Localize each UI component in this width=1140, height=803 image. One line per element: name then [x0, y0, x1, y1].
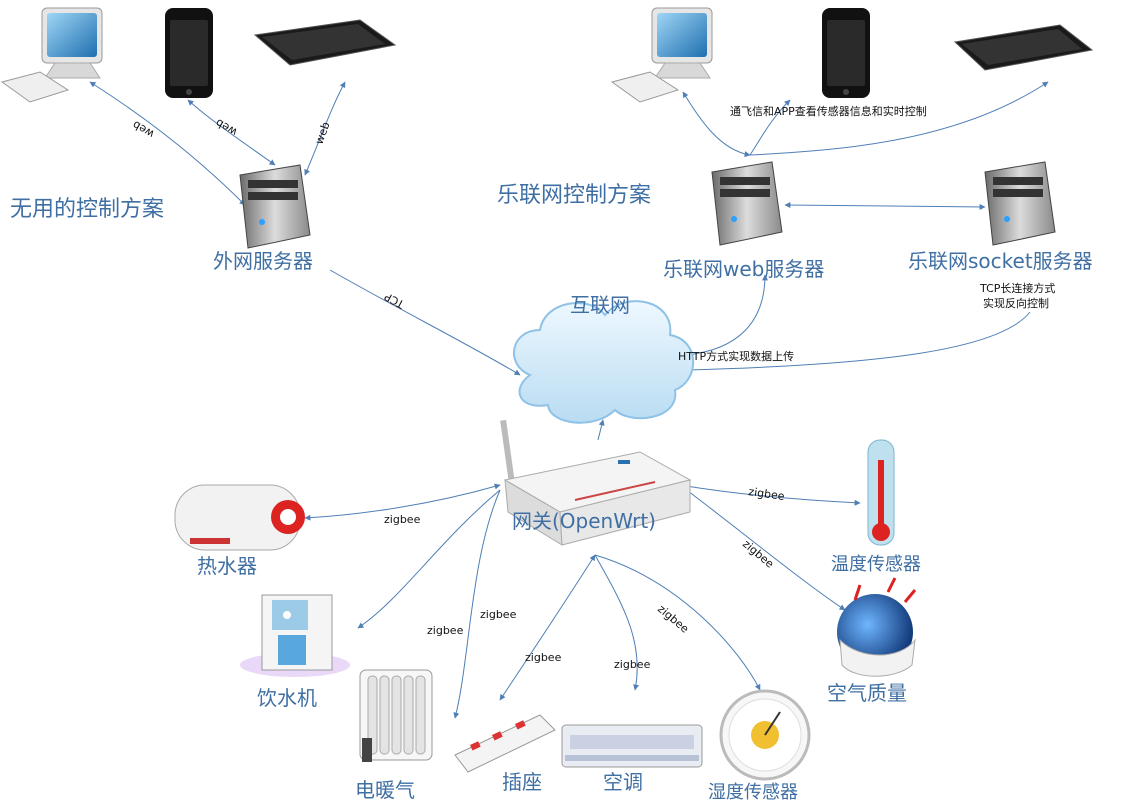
edge-server-to-tablet — [304, 81, 346, 176]
edge-gateway-to-air — [679, 484, 846, 611]
edge-socket-to-internet — [684, 311, 1031, 373]
left-scheme-title: 无用的控制方案 — [10, 197, 164, 222]
edge-web-to-socket — [784, 202, 986, 210]
edge-gateway-to-radiator — [453, 489, 501, 719]
socket-server-label: 乐联网socket服务器 — [908, 249, 1093, 273]
edge-label-zigbee-ac: zigbee — [614, 658, 651, 671]
edge-gateway-to-dispenser — [357, 489, 501, 629]
power-strip-label: 插座 — [502, 770, 542, 794]
http-upload-note: HTTP方式实现数据上传 — [678, 349, 794, 363]
phone-icon-right — [822, 8, 870, 98]
electric-heater-label: 电暖气 — [355, 778, 415, 802]
water-heater-label: 热水器 — [197, 554, 257, 578]
tablet-icon-right — [953, 24, 1094, 71]
web-server-label: 乐联网web服务器 — [663, 257, 824, 281]
router-icon — [500, 419, 692, 546]
water-heater-icon — [174, 484, 305, 551]
edge-web-to-phone — [749, 99, 791, 156]
air-quality-label: 空气质量 — [827, 681, 907, 705]
external-server-icon — [239, 164, 311, 249]
tablet-icon-left — [253, 19, 397, 66]
external-server-label: 外网服务器 — [213, 249, 313, 273]
desktop-icon-right — [610, 7, 713, 103]
edges — [89, 81, 1049, 719]
cloud-icon — [513, 300, 695, 424]
edge-server-to-desktop — [89, 81, 246, 206]
water-dispenser-label: 饮水机 — [257, 686, 317, 710]
tcp-long-note-1: TCP长连接方式 — [979, 281, 1055, 295]
edge-label-zigbee-air: zigbee — [740, 537, 776, 570]
socket-server-icon — [984, 161, 1056, 246]
thermometer-icon — [867, 439, 895, 546]
edge-label-zigbee-strip: zigbee — [525, 651, 562, 664]
right-scheme-title: 乐联网控制方案 — [497, 183, 651, 208]
edge-label-web-phone: web — [213, 116, 239, 139]
feixin-app-note: 通飞信和APP查看传感器信息和实时控制 — [730, 104, 927, 118]
desktop-icon-left — [0, 7, 103, 103]
edge-gateway-to-strip — [499, 554, 596, 701]
radiator-icon — [359, 669, 433, 762]
web-server-icon — [711, 161, 783, 246]
edge-label-web-tablet: web — [313, 120, 333, 146]
edge-label-zigbee-humidity: zigbee — [655, 602, 691, 635]
edge-label-zigbee-heater: zigbee — [384, 513, 421, 526]
temperature-sensor-label: 温度传感器 — [831, 554, 921, 575]
edge-label-zigbee-temp: zigbee — [748, 485, 786, 503]
air-conditioner-label: 空调 — [603, 770, 643, 794]
phone-icon-left — [165, 8, 213, 98]
edge-label-zigbee-dispenser: zigbee — [427, 624, 464, 637]
air-conditioner-icon — [561, 724, 703, 768]
edge-gateway-to-humidity — [594, 554, 761, 691]
edge-label-tcp: TCP — [382, 290, 407, 312]
edge-internet-to-web — [684, 274, 768, 356]
humidity-sensor-label: 湿度传感器 — [708, 782, 798, 803]
air-quality-icon — [837, 577, 917, 677]
tcp-long-note-2: 实现反向控制 — [983, 296, 1049, 310]
edge-server-to-internet — [329, 269, 521, 376]
edge-gateway-to-heater — [304, 483, 501, 521]
water-dispenser-icon — [240, 594, 350, 677]
power-strip-icon — [454, 714, 556, 773]
edge-gateway-to-ac — [594, 554, 639, 691]
edge-label-web-desktop: web — [130, 118, 156, 141]
internet-label: 互联网 — [570, 293, 630, 317]
edge-web-to-desktop — [682, 91, 751, 158]
edge-label-zigbee-radiator: zigbee — [480, 608, 517, 621]
edge-server-to-phone — [187, 99, 276, 166]
gateway-label: 网关(OpenWrt) — [512, 509, 656, 533]
edge-web-to-tablet — [749, 81, 1049, 156]
humidity-gauge-icon — [719, 689, 811, 781]
edge-gateway-to-internet — [597, 419, 605, 441]
